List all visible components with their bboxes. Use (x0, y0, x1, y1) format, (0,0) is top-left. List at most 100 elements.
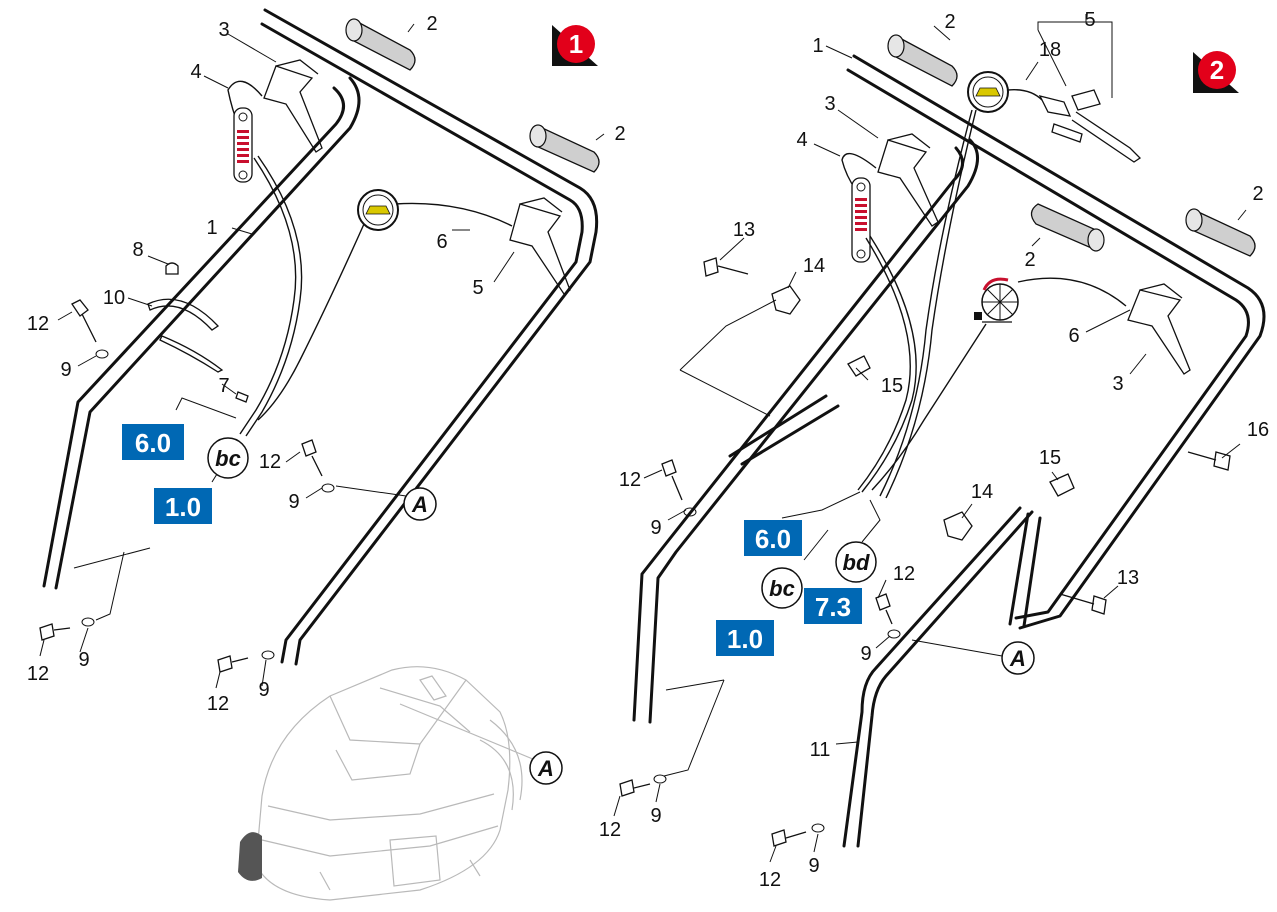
view-marker-1: 1 (552, 25, 598, 66)
callout-1: 1 (812, 35, 823, 57)
svg-text:1.0: 1.0 (165, 492, 201, 522)
callout-7: 7 (218, 375, 229, 397)
washer-9-a (95, 349, 109, 359)
view-marker-2: 2 (1193, 51, 1239, 93)
bolt-12-b (39, 623, 71, 641)
knob-14-b (943, 511, 973, 541)
callout-3: 3 (1112, 373, 1123, 395)
callouts-left: 3 4 2 2 1 6 5 8 10 12 9 7 12 9 12 9 12 9 (27, 13, 626, 715)
svg-text:6.0: 6.0 (135, 428, 171, 458)
callout-2: 2 (1024, 249, 1035, 271)
washer-9-c (321, 483, 335, 493)
callout-2: 2 (426, 13, 437, 35)
washer-9-b (81, 617, 95, 627)
brush-dial-left (357, 189, 399, 231)
pin-7 (235, 391, 249, 403)
callout-12: 12 (207, 693, 229, 715)
svg-text:bd: bd (843, 550, 870, 575)
callout-9: 9 (60, 359, 71, 381)
marker-bd-right: bd (835, 541, 877, 583)
bolt-13-a (703, 257, 749, 277)
callout-12: 12 (619, 469, 641, 491)
svg-text:1.0: 1.0 (727, 624, 763, 654)
bolt-16 (1187, 451, 1231, 471)
marker-a-left: A (403, 487, 437, 521)
callout-14: 14 (803, 255, 825, 277)
bolt-12-right-d (771, 829, 807, 847)
badge-right-6-0: 6.0 (744, 520, 802, 556)
marker-bc-left: bc (207, 437, 249, 479)
callout-15: 15 (881, 375, 903, 397)
callouts-right: 1 2 5 18 3 4 2 2 13 14 6 3 15 16 15 14 1… (599, 9, 1269, 891)
crossbar-right-1 (852, 54, 1266, 630)
callout-14: 14 (971, 481, 993, 503)
grip-left-mid (529, 124, 600, 173)
svg-text:7.3: 7.3 (815, 592, 851, 622)
callout-12: 12 (893, 563, 915, 585)
callout-16: 16 (1247, 419, 1269, 441)
lever-right-top (877, 139, 939, 227)
callout-9: 9 (288, 491, 299, 513)
callout-2: 2 (1252, 183, 1263, 205)
right-assembly (613, 14, 1266, 863)
left-assembly (39, 8, 605, 901)
badge-left-6-0: 6.0 (122, 424, 184, 460)
callout-5: 5 (472, 277, 483, 299)
callout-12: 12 (259, 451, 281, 473)
callout-18: 18 (1039, 39, 1061, 61)
cable-right-18 (1007, 89, 1043, 101)
svg-text:bc: bc (215, 446, 241, 471)
tube-right-11 (856, 510, 1034, 848)
bolt-12-c (301, 439, 323, 477)
svg-text:A: A (537, 756, 554, 781)
plug-15-b (1049, 473, 1075, 497)
grip-right-a (887, 34, 958, 87)
callout-12: 12 (759, 869, 781, 891)
callout-9: 9 (258, 679, 269, 701)
callout-4: 4 (796, 129, 807, 151)
sleeve-right-upper (728, 394, 840, 466)
handle-bar-left-1 (263, 8, 599, 666)
callout-9: 9 (650, 805, 661, 827)
grip-left-top (345, 18, 416, 71)
svg-text:A: A (411, 492, 428, 517)
lever-left-top (263, 65, 323, 153)
callout-8: 8 (132, 239, 143, 261)
callout-13: 13 (733, 219, 755, 241)
view-number-2: 2 (1210, 55, 1224, 85)
callout-13: 13 (1117, 567, 1139, 589)
bolt-12-right-a (661, 459, 683, 501)
marker-a-right: A (1001, 641, 1035, 675)
brush-dial-right (967, 71, 1009, 113)
bolt-12-right-b (875, 593, 893, 625)
badge-right-7-3: 7.3 (804, 588, 862, 624)
cable-left-6 (394, 202, 513, 227)
callout-9: 9 (78, 649, 89, 671)
bolt-13-b (1059, 593, 1107, 615)
brush-motor-icon (974, 277, 1019, 323)
strap-10 (147, 298, 220, 331)
badge-right-1-0: 1.0 (716, 620, 774, 656)
badge-left-1-0: 1.0 (154, 488, 212, 524)
callout-3: 3 (824, 93, 835, 115)
callout-10: 10 (103, 287, 125, 309)
callout-6: 6 (1068, 325, 1079, 347)
callout-9: 9 (808, 855, 819, 877)
svg-text:bc: bc (769, 576, 795, 601)
view-number-1: 1 (569, 29, 583, 59)
callout-12: 12 (27, 313, 49, 335)
callout-2: 2 (944, 11, 955, 33)
callout-11: 11 (810, 739, 831, 761)
sweeper-machine-outline (238, 666, 541, 901)
grip-right-b (1030, 203, 1105, 252)
callout-12: 12 (599, 819, 621, 841)
cable-right-6 (1017, 277, 1127, 307)
callout-4: 4 (190, 61, 201, 83)
switch-right-5 (1038, 89, 1142, 163)
lever-left-mid (509, 203, 571, 295)
bolt-12-a (71, 299, 97, 343)
sleeve-right-lower (1008, 512, 1042, 628)
knob-14-a (771, 285, 801, 315)
